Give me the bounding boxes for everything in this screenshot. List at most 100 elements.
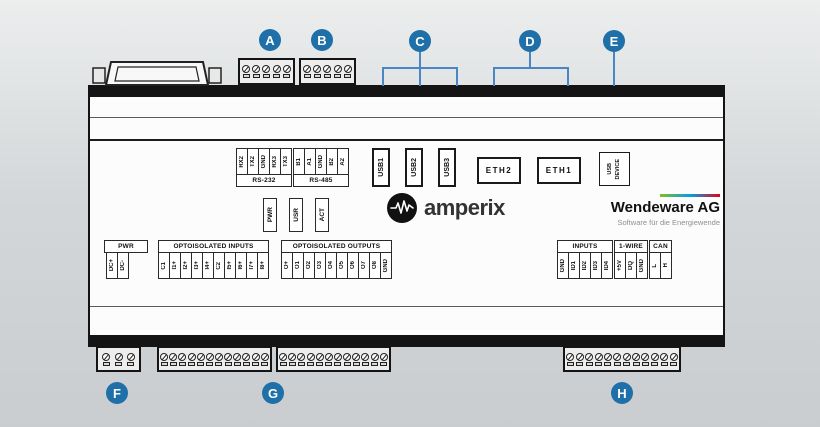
rs232-group-label: RS-232 xyxy=(236,174,292,187)
pin-label: DC- xyxy=(117,252,129,279)
screw-terminal xyxy=(632,352,640,366)
screw-terminal xyxy=(126,352,135,366)
marker-a: A xyxy=(259,29,281,51)
bracket-c-tick xyxy=(456,67,458,86)
usb-port: USB3 xyxy=(438,148,456,187)
pin-label: TX3 xyxy=(280,148,292,175)
screw-terminal xyxy=(282,65,291,78)
screw-terminal xyxy=(352,352,361,366)
pin-label: GND xyxy=(380,252,392,279)
amperix-logo-text: amperix xyxy=(424,195,505,220)
led-label: ACT xyxy=(315,198,329,232)
screw-terminal xyxy=(187,352,196,366)
marker-b: B xyxy=(311,29,333,51)
screw-terminal xyxy=(622,352,631,366)
terminal-block-g2 xyxy=(276,346,391,372)
screw-terminal xyxy=(160,352,169,366)
screw-terminal xyxy=(313,65,322,78)
bracket-e-stem xyxy=(613,51,615,86)
screw-terminal xyxy=(303,65,312,78)
brand-tagline: Software für die Energiewende xyxy=(617,217,720,227)
marker-h: H xyxy=(611,382,633,404)
screw-terminal xyxy=(333,65,342,78)
terminal-block-g1 xyxy=(157,346,272,372)
screw-terminal xyxy=(650,352,659,366)
panel-divider-line xyxy=(90,139,723,141)
bracket-c-tick xyxy=(419,67,421,86)
screw-terminal xyxy=(224,352,233,366)
screw-terminal xyxy=(272,65,281,78)
bracket-d-stem xyxy=(529,51,531,68)
usb-port: USB1 xyxy=(372,148,390,187)
amperix-logo: amperix xyxy=(386,192,505,224)
brand-company-name: Wendeware AG xyxy=(610,199,720,216)
bracket-d-tick xyxy=(493,67,495,86)
terminal-block-b xyxy=(299,58,356,85)
screw-terminal xyxy=(260,352,269,366)
screw-terminal xyxy=(343,352,352,366)
screw-terminal xyxy=(242,352,251,366)
screw-terminal xyxy=(288,352,297,366)
screw-terminal xyxy=(324,352,333,366)
panel-divider-line xyxy=(90,306,723,307)
pin-label: A2 xyxy=(337,148,349,175)
screw-terminal xyxy=(196,352,205,366)
screw-terminal xyxy=(251,352,260,366)
bracket-c-stem xyxy=(419,51,421,68)
screw-terminal xyxy=(669,352,678,366)
screw-terminal xyxy=(205,352,214,366)
terminal-block-a xyxy=(238,58,295,85)
screw-terminal xyxy=(315,352,324,366)
marker-d: D xyxy=(519,30,541,52)
bracket-c-tick xyxy=(382,67,384,86)
screw-terminal xyxy=(641,352,650,366)
screw-terminal xyxy=(102,352,111,366)
screw-terminal xyxy=(566,352,575,366)
screw-terminal xyxy=(660,352,669,366)
device-bottom-edge xyxy=(88,335,725,347)
bracket-d-tick xyxy=(567,67,569,86)
screw-terminal xyxy=(114,352,123,366)
screw-terminal xyxy=(262,65,271,78)
eth2-port: ETH2 xyxy=(477,157,521,184)
screw-terminal xyxy=(297,352,306,366)
pwr-pin-row: DC+DC- xyxy=(106,252,129,279)
marker-c: C xyxy=(409,30,431,52)
screw-terminal xyxy=(252,65,261,78)
usb-device-line2: DEVICE xyxy=(614,158,621,180)
panel-divider-line xyxy=(90,117,723,118)
pin-label: H xyxy=(660,252,672,279)
screw-terminal xyxy=(575,352,584,366)
brand-accent-strip xyxy=(660,194,720,197)
usb-port: USB2 xyxy=(405,148,423,187)
screw-terminal xyxy=(361,352,370,366)
usb-device-line1: USB xyxy=(607,163,613,175)
terminal-block-f xyxy=(96,346,141,372)
screw-terminal xyxy=(379,352,388,366)
led-label: PWR xyxy=(263,198,277,232)
device-top-edge xyxy=(88,85,725,97)
screw-terminal xyxy=(233,352,242,366)
screw-terminal xyxy=(242,65,251,78)
screw-terminal xyxy=(214,352,223,366)
screw-terminal xyxy=(178,352,187,366)
eth1-port: ETH1 xyxy=(537,157,581,184)
pin-label: GND xyxy=(636,252,648,279)
terminal-block-h xyxy=(563,346,681,372)
amperix-waveform-icon xyxy=(387,193,417,223)
rs485-group-label: RS-485 xyxy=(293,174,349,187)
marker-e: E xyxy=(603,30,625,52)
dsub-connector xyxy=(92,61,222,86)
wendeware-brand: Wendeware AG Software für die Energiewen… xyxy=(558,194,720,227)
pin-label: I8+ xyxy=(257,252,269,279)
screw-terminal xyxy=(603,352,612,366)
marker-f: F xyxy=(106,382,128,404)
screw-terminal xyxy=(343,65,352,78)
